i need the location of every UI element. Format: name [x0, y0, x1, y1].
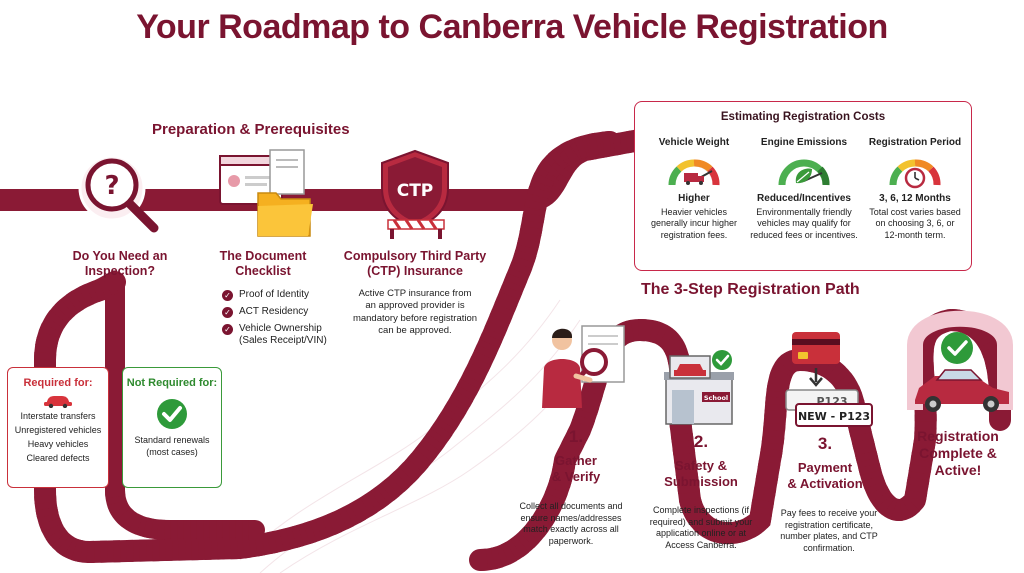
- cost-column-period: Registration Period 3, 6, 12 Months Tota…: [868, 137, 962, 240]
- ctp-label-line1: Compulsory Third Party: [343, 249, 487, 263]
- check-icon: ✓: [222, 324, 233, 335]
- weight-gauge-icon: [668, 159, 720, 186]
- inspection-station-icon: School: [664, 350, 734, 425]
- step-3: 3. Payment & Activation: [770, 434, 880, 491]
- ctp-shield-text: CTP: [397, 181, 434, 201]
- check-icon: ✓: [222, 307, 233, 318]
- truck-icon: [684, 173, 704, 185]
- list-item: Interstate transfers: [20, 411, 96, 421]
- ctp-label-line2: (CTP) Insurance: [367, 264, 463, 278]
- required-heading: Required for:: [23, 377, 93, 389]
- step-1-description: Collect all documents and ensure names/a…: [519, 501, 623, 547]
- list-item: Standard renewals: [134, 435, 210, 445]
- car-icon: [915, 376, 1009, 404]
- inspection-label: Do You Need an Inspection?: [50, 249, 190, 279]
- list-item: (most cases): [146, 446, 198, 457]
- document-checklist: ✓ Proof of Identity ✓ ACT Residency ✓ Ve…: [222, 289, 352, 352]
- page-title: Your Roadmap to Canberra Vehicle Registr…: [136, 8, 888, 46]
- svg-text:?: ?: [104, 171, 119, 201]
- registration-complete-label: Registration Complete & Active!: [917, 428, 999, 478]
- cost-column-weight: Vehicle Weight Higher Heavier vehicles g…: [650, 137, 738, 240]
- cost-heading: Estimating Registration Costs: [720, 111, 886, 123]
- checklist-item: ✓ Vehicle Ownership (Sales Receipt/VIN): [222, 323, 352, 347]
- required-box: Required for: Interstate transfers Unreg…: [7, 367, 109, 488]
- path-heading: The 3-Step Registration Path: [641, 281, 860, 298]
- step-3-description: Pay fees to receive your registration ce…: [780, 508, 878, 554]
- cost-column-emissions: Engine Emissions Reduced/Incentives Envi…: [750, 137, 858, 240]
- svg-text:NEW - P123: NEW - P123: [798, 410, 870, 423]
- step-1-number: 1.: [568, 427, 584, 446]
- step-2-title: Safety & Submission: [664, 458, 738, 489]
- not-required-list: Standard renewals (most cases): [123, 435, 221, 458]
- step-3-title: Payment & Activation: [787, 460, 863, 491]
- period-gauge-icon: [889, 159, 941, 189]
- not-required-heading: Not Required for:: [126, 377, 218, 389]
- leaf-icon: [795, 168, 812, 184]
- ctp-shield-icon: CTP: [381, 149, 449, 239]
- finish-arch: [907, 310, 1013, 410]
- green-check-icon: [157, 399, 187, 429]
- checklist-item: ✓ ACT Residency: [222, 306, 352, 318]
- plate-front: [795, 403, 873, 427]
- step-3-number: 3.: [817, 434, 833, 453]
- document-checklist-label: The Document Checklist: [203, 249, 323, 279]
- preparation-heading: Preparation & Prerequisites: [152, 121, 350, 138]
- list-item: Heavy vehicles: [27, 438, 89, 449]
- ctp-label: Compulsory Third Party (CTP) Insurance: [340, 249, 490, 279]
- checklist-item: ✓ Proof of Identity: [222, 289, 352, 301]
- required-list: Interstate transfers Unregistered vehicl…: [8, 410, 108, 466]
- car-icon: [44, 396, 72, 408]
- step-1: 1. Gather & Verify: [521, 427, 631, 484]
- ctp-description: Active CTP insurance from an approved pr…: [352, 288, 478, 337]
- inspection-label-line1: Do You Need an: [72, 249, 168, 263]
- list-item: Unregistered vehicles: [14, 424, 102, 435]
- step-1-title: Gather & Verify: [551, 453, 601, 484]
- document-label-line1: The Document: [219, 249, 307, 263]
- document-folder-icon: [219, 149, 313, 237]
- step-2-description: Complete inspections (if required) and s…: [649, 505, 753, 551]
- step-2-number: 2.: [693, 432, 709, 451]
- list-item: Cleared defects: [26, 452, 90, 463]
- check-icon: ✓: [222, 290, 233, 301]
- document-label-line2: Checklist: [235, 264, 291, 278]
- finish-car-icon: [915, 332, 1009, 412]
- inspection-label-line2: Inspection?: [84, 264, 156, 278]
- magnifier-question-icon: ?: [78, 154, 159, 233]
- payment-plates-icon: P123 NEW - P123: [785, 332, 873, 427]
- not-required-box: Not Required for: Standard renewals (mos…: [122, 367, 222, 488]
- clock-icon: [904, 167, 926, 189]
- emissions-gauge-icon: [778, 159, 830, 186]
- person-magnifier-icon: [542, 325, 625, 408]
- green-check-icon: [712, 350, 732, 370]
- green-check-icon: [941, 332, 973, 364]
- school-sign: [702, 392, 730, 402]
- step-2: 2. Safety & Submission: [646, 432, 756, 489]
- svg-text:School: School: [704, 394, 728, 402]
